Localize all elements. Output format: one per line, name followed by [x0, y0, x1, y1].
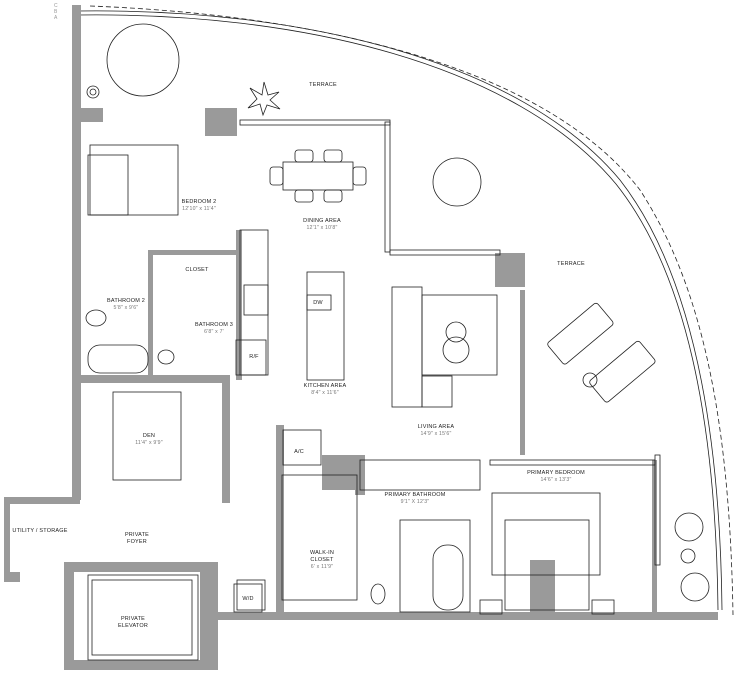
- room-terrace-east: TERRACE: [557, 261, 585, 267]
- furniture: [85, 23, 710, 615]
- plant-icon: [247, 81, 281, 117]
- grid-markers: C B A: [54, 3, 58, 21]
- fixture-washer-dryer: W/D: [242, 596, 254, 602]
- interior-lines: [87, 119, 661, 661]
- room-utility-storage: UTILITY / STORAGE: [12, 528, 68, 534]
- grid-marker-c: C: [54, 3, 58, 9]
- room-private-elevator: PRIVATE ELEVATOR: [117, 616, 149, 629]
- fixture-refrigerator: R/F: [249, 354, 259, 360]
- grid-marker-b: B: [54, 9, 58, 15]
- terrace-railing: [77, 5, 734, 616]
- room-terrace-north: TERRACE: [309, 82, 337, 88]
- room-closet: CLOSET: [185, 267, 209, 273]
- fixture-air-conditioner: A/C: [294, 449, 304, 455]
- fixture-dishwasher: DW: [313, 300, 323, 306]
- grid-marker-a: A: [54, 15, 58, 21]
- room-private-foyer: PRIVATE FOYER: [124, 532, 150, 545]
- walls: [4, 5, 718, 670]
